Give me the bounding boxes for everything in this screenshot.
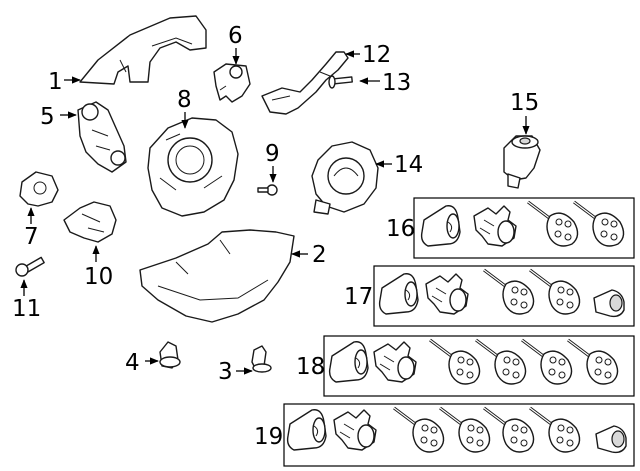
callout-6: 6 — [228, 23, 243, 49]
leader-lines — [20, 48, 530, 375]
kit-box-17 — [373, 265, 635, 327]
callout-3: 3 — [218, 359, 233, 385]
part-9-screw — [257, 184, 278, 196]
callout-12: 12 — [362, 42, 391, 68]
callout-19: 19 — [254, 424, 283, 450]
callout-13: 13 — [382, 70, 411, 96]
callout-9: 9 — [265, 141, 280, 167]
part-3-pin — [251, 345, 272, 373]
callout-16: 16 — [386, 216, 415, 242]
part-2-lower-shroud — [139, 229, 295, 323]
callout-18: 18 — [296, 354, 325, 380]
kit-18-parts — [328, 338, 620, 386]
part-12-lever-switch — [261, 51, 349, 115]
part-10-switch-assembly — [63, 201, 117, 243]
part-14-clockspring — [311, 141, 379, 215]
kit-17-parts — [378, 268, 625, 318]
kit-19-parts — [286, 406, 627, 454]
callout-5: 5 — [40, 104, 55, 130]
callout-1: 1 — [48, 69, 63, 95]
part-7-connector — [19, 171, 59, 207]
callout-labels: 1 2 3 4 5 6 7 8 9 10 11 12 13 14 15 16 1… — [12, 23, 539, 450]
kit-box-18 — [323, 335, 635, 397]
callout-8: 8 — [177, 87, 192, 113]
callout-7: 7 — [24, 224, 39, 250]
callout-2: 2 — [312, 242, 327, 268]
callout-14: 14 — [394, 152, 423, 178]
callout-11: 11 — [12, 296, 41, 322]
part-8-housing — [147, 117, 239, 217]
kit-box-19 — [283, 403, 635, 467]
part-6-switch — [213, 63, 251, 103]
kit-16-parts — [420, 200, 626, 248]
part-15-lock-cylinder — [503, 135, 541, 189]
kit-box-16 — [413, 197, 635, 259]
callout-17: 17 — [344, 284, 373, 310]
callout-15: 15 — [510, 90, 539, 116]
part-4-clip — [159, 341, 181, 369]
part-11-bolt — [15, 256, 45, 277]
part-5-ignition-switch — [77, 101, 127, 173]
callout-10: 10 — [84, 264, 113, 290]
part-1-upper-shroud — [79, 15, 207, 85]
part-13-screw — [328, 75, 353, 89]
callout-4: 4 — [125, 350, 140, 376]
